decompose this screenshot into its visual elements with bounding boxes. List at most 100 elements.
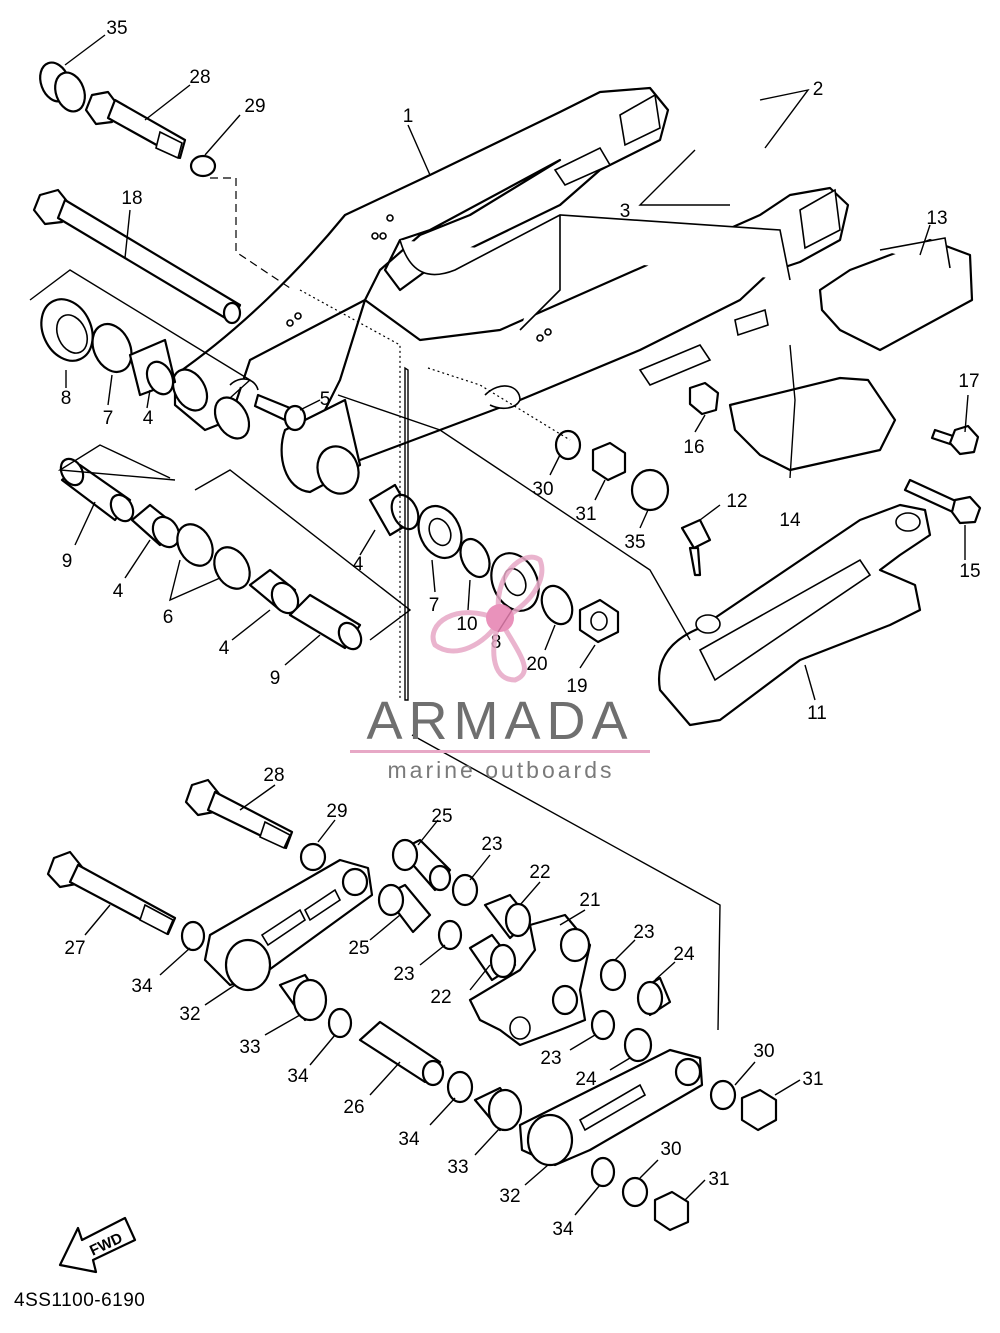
callout-34: 34 xyxy=(398,1129,420,1150)
callout-35: 35 xyxy=(106,18,127,39)
link-collar-set xyxy=(377,838,532,982)
callout-12: 12 xyxy=(726,491,747,512)
callout-34: 34 xyxy=(287,1066,309,1087)
callout-7: 7 xyxy=(429,595,440,616)
callout-4: 4 xyxy=(219,638,230,659)
callout-14: 14 xyxy=(779,510,801,531)
washer-30-low xyxy=(621,1176,649,1208)
callout-30: 30 xyxy=(532,479,553,500)
bolt-15-head xyxy=(950,495,982,525)
watermark-divider xyxy=(350,750,650,753)
callout-9: 9 xyxy=(270,668,281,689)
assembly-guide-line xyxy=(404,366,409,701)
link-bearing-set xyxy=(368,483,620,644)
link-bolt-upper xyxy=(184,778,294,850)
callout-20: 20 xyxy=(526,654,547,675)
callout-23: 23 xyxy=(633,922,654,943)
callout-8: 8 xyxy=(61,388,72,409)
callout-27: 27 xyxy=(64,938,85,959)
pivot-shaft xyxy=(32,188,242,325)
swingarm xyxy=(171,86,850,495)
callout-2: 2 xyxy=(813,79,824,100)
washer-29-lower xyxy=(299,842,327,872)
propeller-logo-icon xyxy=(430,554,545,683)
callout-4: 4 xyxy=(353,554,364,575)
callout-4: 4 xyxy=(143,408,154,429)
callout-13: 13 xyxy=(926,208,947,229)
watermark-tagline: marine outboards xyxy=(387,757,615,783)
washer-30-mid xyxy=(709,1079,737,1111)
pivot-bolt-upper xyxy=(84,90,187,160)
bolt-17-head xyxy=(948,424,980,456)
callout-31: 31 xyxy=(708,1169,729,1190)
assembly-guide-line xyxy=(427,367,571,441)
nut-31-mid xyxy=(740,1088,778,1132)
nut-16 xyxy=(688,381,720,416)
callout-23: 23 xyxy=(393,964,414,985)
callout-34: 34 xyxy=(552,1219,574,1240)
callout-22: 22 xyxy=(430,987,451,1008)
callout-29: 29 xyxy=(244,96,265,117)
callout-32: 32 xyxy=(499,1186,520,1207)
nut-31-low xyxy=(653,1190,690,1232)
tie-rod-upper xyxy=(203,858,374,992)
callout-31: 31 xyxy=(802,1069,823,1090)
callout-1: 1 xyxy=(403,106,414,127)
callout-17: 17 xyxy=(958,371,979,392)
bolt-5-head xyxy=(283,404,307,432)
assembly-guide-line xyxy=(57,444,176,481)
chain-guide xyxy=(818,237,974,352)
washer-34-a xyxy=(180,920,206,952)
callout-24: 24 xyxy=(673,944,695,965)
cap-35-lower xyxy=(630,468,670,512)
callout-15: 15 xyxy=(959,561,980,582)
spacer-set xyxy=(278,973,523,1132)
callout-7: 7 xyxy=(103,408,114,429)
callout-leaders xyxy=(64,34,969,1216)
callout-6: 6 xyxy=(163,607,174,628)
washer-30-upper xyxy=(554,429,582,461)
assembly-guide-line xyxy=(194,469,412,641)
callout-4: 4 xyxy=(113,581,124,602)
callout-3: 3 xyxy=(620,201,631,222)
callout-35: 35 xyxy=(624,532,645,553)
callout-10: 10 xyxy=(456,614,477,635)
bearing-set-upper xyxy=(40,298,177,397)
fwd-arrow-icon: FWD xyxy=(58,1216,137,1274)
callout-31: 31 xyxy=(575,504,596,525)
collar-24-upper-face xyxy=(636,980,664,1016)
seal-23-upper xyxy=(599,958,627,992)
callout-26: 26 xyxy=(343,1097,364,1118)
washer-34-d xyxy=(590,1156,616,1188)
reference-code: 4SS1100-6190 xyxy=(14,1290,146,1311)
callout-30: 30 xyxy=(753,1041,774,1062)
tie-rod-lower xyxy=(518,1048,704,1167)
collar-24-lower xyxy=(623,1027,653,1063)
assembly-guide-line xyxy=(411,734,721,1031)
callout-22: 22 xyxy=(529,862,550,883)
relay-link xyxy=(468,913,592,1047)
nut-31-upper xyxy=(591,441,627,482)
callout-25: 25 xyxy=(348,938,369,959)
callout-9: 9 xyxy=(62,551,73,572)
callout-30: 30 xyxy=(660,1139,681,1160)
callout-24: 24 xyxy=(575,1069,597,1090)
bushing-set-lower xyxy=(59,457,363,651)
callout-28: 28 xyxy=(189,67,210,88)
callout-33: 33 xyxy=(447,1157,468,1178)
callout-34: 34 xyxy=(131,976,153,997)
callout-19: 19 xyxy=(566,676,587,697)
callout-labels: 35 28 29 18 1 2 3 13 8 7 4 5 16 17 30 31… xyxy=(61,18,981,1240)
assembly-guide-line xyxy=(210,177,291,289)
callout-16: 16 xyxy=(683,437,704,458)
callout-25: 25 xyxy=(431,806,452,827)
callout-11: 11 xyxy=(807,703,827,724)
assembly-guide-line xyxy=(337,394,691,641)
callout-28: 28 xyxy=(263,765,284,786)
callout-18: 18 xyxy=(121,188,142,209)
callout-5: 5 xyxy=(320,389,331,410)
washer-29-upper xyxy=(189,154,217,178)
cap-35-upper xyxy=(39,61,86,113)
callout-32: 32 xyxy=(179,1004,200,1025)
bolt-12 xyxy=(680,518,712,577)
